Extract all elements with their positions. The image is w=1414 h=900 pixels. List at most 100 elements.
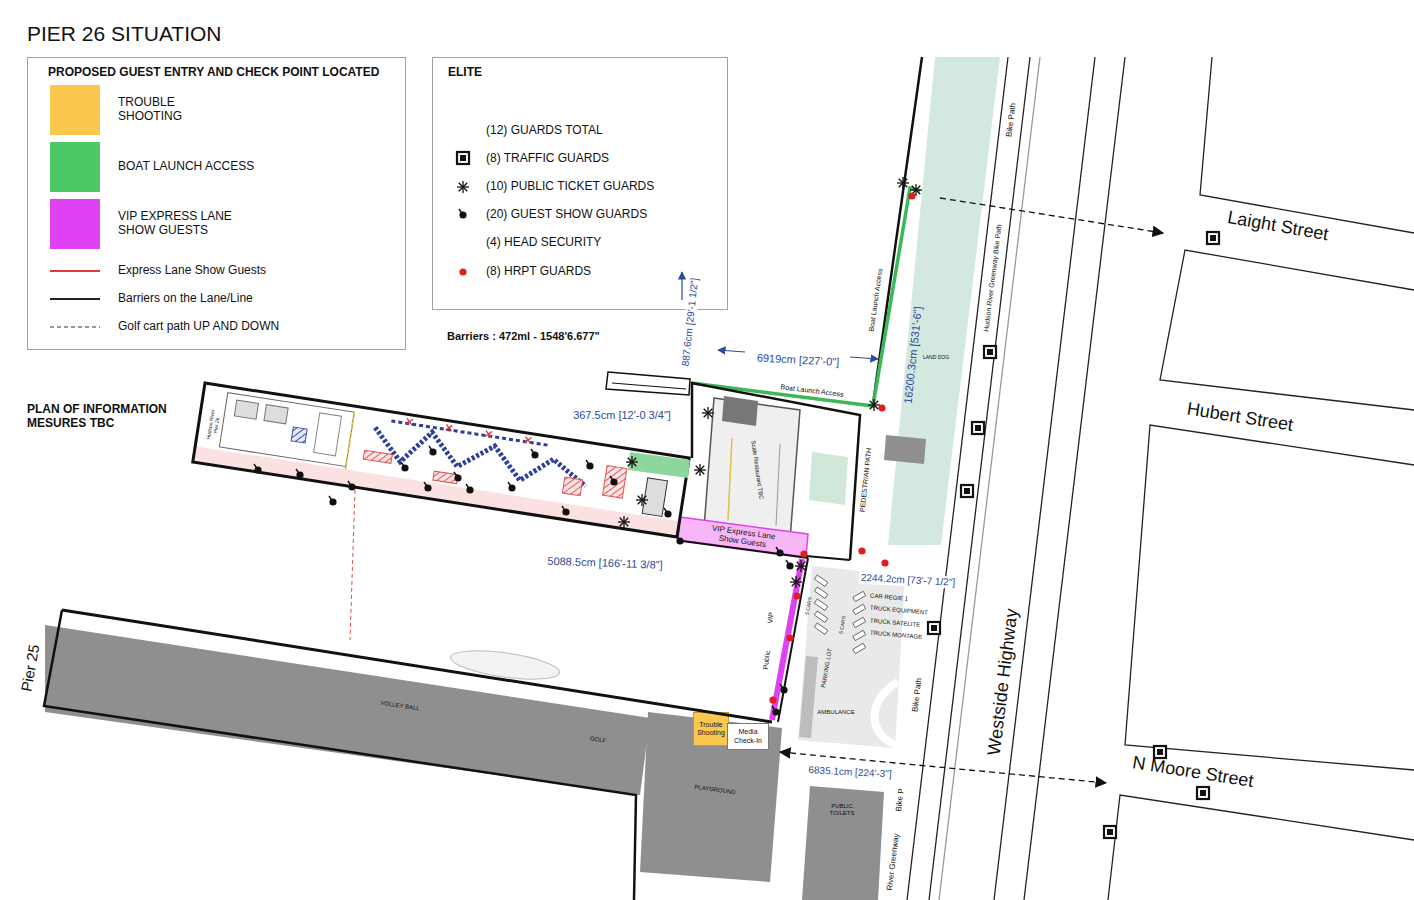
pier-26 [314,413,342,456]
ticket-guard-markers [694,464,706,476]
pier-26 [193,383,689,537]
dog-run-area-shape [888,57,1000,545]
path-label: River Greenway [885,833,901,891]
restaurant-block [806,556,850,560]
legend-text: (4) HEAD SECURITY [486,236,601,250]
red-dashed-line [350,490,355,640]
parking-details [814,587,828,599]
path-label: Bike Path [910,677,923,712]
golf-cart-path [780,198,1163,783]
dog-run-area: LAND DOG [888,57,1000,545]
vehicle-label: AMBULANCE [817,709,854,716]
pier-26 [446,424,453,431]
hrpt-guard-markers [793,592,800,599]
guest-show-guard-markers [610,476,618,486]
ticket-guard-markers [868,399,880,411]
guest-show-guard-markers [348,481,356,491]
dimension-lines [681,272,682,300]
ticket-guard-markers [626,456,638,468]
pier-building: Pier 25VOLLEY BALLGOLF [45,625,650,795]
barrier-note: Barriers : 472ml - 1548'6.677" [447,330,600,343]
legend-swatch [50,85,100,135]
hrpt-guard-markers [908,192,915,199]
path-label: Bike P [894,788,906,812]
street-lines [1200,57,1414,233]
parking-details [853,617,866,627]
guest-show-guard-markers [401,462,409,472]
legend-text: (12) GUARDS TOTAL [486,124,603,138]
pier-26 [193,446,680,537]
street-label: Laight Street [1226,207,1330,245]
dimension-label: 5088.5cm [166'-11 3/8"] [545,555,665,572]
parking-details [853,591,866,601]
guest-show-guard-markers [454,472,462,482]
traffic-guard-markers [972,422,984,434]
dog-run-area-outline [888,57,1000,545]
golf-cart-path [780,752,1106,783]
parking-details [853,604,866,614]
street-label: Westside Highway [984,607,1023,756]
restaurant-block [722,396,758,426]
guest-show-guard-markers [776,547,784,557]
parking-details [853,630,866,640]
vip-lane-band-shape [678,517,808,557]
lane-label: VIP [766,612,776,624]
express-lane [772,559,802,720]
guest-show-guard-markers [424,482,432,492]
ticket-guard-markers [897,177,909,189]
check-point-box: Media Check-In [727,723,769,750]
hrpt-guard-markers [878,404,885,411]
parking-details [814,623,828,635]
pier-26 [363,450,392,463]
legend-text: TROUBLE SHOOTING [118,96,198,124]
legend-text: (10) PUBLIC TICKET GUARDS [486,180,654,194]
pier-26 [525,437,532,444]
guest-show-guard-markers [780,684,788,694]
pier-building-shape [45,625,650,795]
street-lines [1108,795,1414,900]
dimension-label: 367.5cm [12'-0 3/4"] [571,409,673,422]
boat-launch-path [692,188,920,406]
restaurant-block [606,372,690,395]
legend-swatch [50,199,100,249]
vip-lane-band: VIP Express Lane Show Guests [678,517,808,557]
hrpt-guard-markers [800,550,807,557]
legend-line-samples [50,298,100,300]
legend-guard-symbols [459,209,467,219]
guest-show-guard-markers [254,446,794,716]
legend-guard-symbols [457,181,469,193]
node-title: ELITE [448,66,482,80]
legend-guard-symbols [457,152,469,276]
pier-26 [264,405,288,424]
path-label: PEDESTRIAN PATH [859,448,874,513]
guest-show-guard-markers [254,464,262,474]
street-lines [1160,250,1414,410]
hrpt-guard-markers [769,696,776,703]
traffic-guard-markers [928,622,940,634]
boat-launch-path [873,57,922,404]
express-lane [682,541,808,722]
traffic-guard-markers [1197,787,1209,799]
legend-text: VIP EXPRESS LANE SHOW GUESTS [118,210,243,238]
street-lines [929,57,1030,900]
pier-25-outline [44,610,772,900]
pier-26 [193,383,689,537]
lane-label: Public [762,650,773,670]
check-point-box: Trouble Shooting [693,712,729,746]
ticket-guard-markers [618,177,922,588]
pier-building-outline [45,625,650,795]
restaurant-block [728,438,732,520]
toilet-building: PUBLIC TOILETS [802,786,884,900]
dimension-label: 6919cm [227'-0"] [755,351,842,368]
pier-26 [371,424,591,491]
node-title: Media Check-In [730,728,766,744]
ticket-guard-markers [636,494,648,506]
node-title: Trouble Shooting [696,721,726,737]
legend-text: Golf cart path UP AND DOWN [118,320,279,334]
legend-line-samples [50,270,100,272]
legend-guard-symbols [457,152,469,164]
parking-details [814,599,828,611]
traffic-guard-markers [961,485,973,497]
guest-show-guard-markers [429,446,437,456]
dimension-lines [850,357,878,359]
